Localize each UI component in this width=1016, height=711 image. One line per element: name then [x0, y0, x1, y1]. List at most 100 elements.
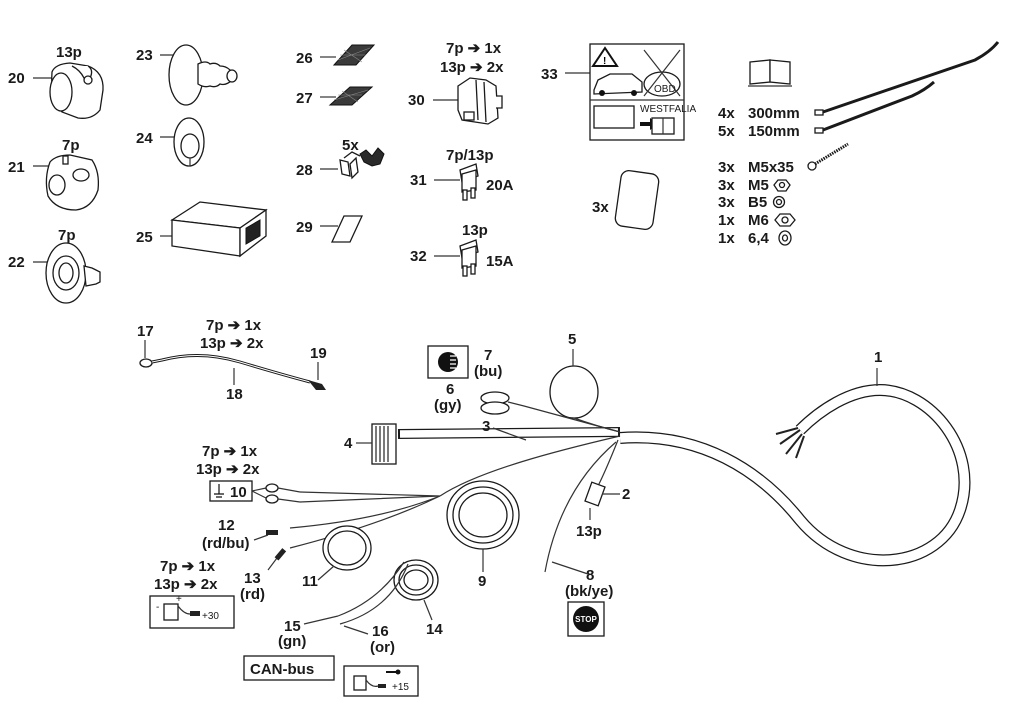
ground-lead-17-18-19: 7p ➔ 1x 13p ➔ 2x 17 18 19	[137, 317, 327, 403]
qty-note-10-line2: 13p ➔ 2x	[196, 461, 260, 478]
part-29-label: 29	[296, 219, 313, 236]
part-15-label: 15	[284, 618, 301, 635]
part-13-color: (rd)	[240, 586, 265, 603]
hardware-row-washer-64: 1x 6,4	[718, 230, 792, 247]
part-25-control-module: 25	[136, 201, 268, 258]
warning-triangle-icon	[591, 46, 619, 67]
fog-light-icon	[438, 352, 458, 372]
hardware-row-washer-b5: 3x B5	[718, 194, 786, 211]
hardware-row-screw: 3x M5x35	[718, 142, 849, 176]
part-30-label: 30	[408, 92, 425, 109]
cable-tie-head-icon	[814, 109, 824, 116]
part-10-label: 10	[230, 484, 247, 501]
part-20-13p-socket: 13p 20	[8, 44, 104, 119]
part-12-label: 12	[218, 517, 235, 534]
svg-text:1x: 1x	[718, 230, 735, 247]
manual-book-icon	[748, 59, 792, 87]
svg-text:M6: M6	[748, 212, 769, 229]
part-30-relay-holder: 7p ➔ 1x 13p ➔ 2x 30	[408, 40, 504, 125]
plus15-text: +15	[392, 682, 409, 693]
svg-text:4x: 4x	[718, 105, 735, 122]
part-5-label: 5	[568, 331, 576, 348]
part-4-label: 4	[344, 435, 353, 452]
part-27-adhesive-pad: 27	[296, 86, 374, 107]
part-7-label: 7	[484, 347, 492, 364]
battery-icon	[163, 603, 179, 621]
svg-text:M5: M5	[748, 177, 769, 194]
screw-icon	[807, 161, 817, 171]
part-16-label: 16	[372, 623, 389, 640]
part-29-label-card: 29	[296, 215, 364, 243]
qty-note-18-line1: 7p ➔ 1x	[206, 317, 262, 334]
part-1-label: 1	[874, 349, 882, 366]
qty-note-30-line2: 13p ➔ 2x	[440, 59, 504, 76]
part-33-warning-label: 33 ! OBD WESTFALIA	[541, 43, 696, 141]
qty-note-30v-line1: 7p ➔ 1x	[160, 558, 216, 575]
part-8-label: 8	[586, 567, 594, 584]
qty-note-18-line2: 13p ➔ 2x	[200, 335, 264, 352]
part-7-color: (bu)	[474, 363, 502, 380]
plus30-text: +30	[202, 611, 219, 622]
part-23-gasket-grommet: 23	[136, 44, 238, 106]
hardware-list: 4x 300mm 5x 150mm 3x M5x35 3x M5 3x B5	[718, 41, 1000, 247]
svg-text:+: +	[176, 594, 182, 605]
part-26-adhesive-pad: 26	[296, 44, 376, 67]
obd-text: OBD	[654, 84, 676, 95]
part-13-label: 13	[244, 570, 261, 587]
part-22-7p-plate: 7p 22	[8, 227, 101, 304]
hardware-row-nut-m5: 3x M5	[718, 177, 791, 194]
part-21-label: 21	[8, 159, 25, 176]
battery-icon	[353, 675, 367, 691]
part-2-label: 2	[622, 486, 630, 503]
cable-tie-icon	[822, 80, 935, 132]
part-21-note: 7p	[62, 137, 80, 154]
part-32-label: 32	[410, 248, 427, 265]
part-16-color: (or)	[370, 639, 395, 656]
svg-text:6,4: 6,4	[748, 230, 770, 247]
can-bus-box	[243, 655, 335, 681]
part-2-note: 13p	[576, 523, 602, 540]
part-31-note: 7p/13p	[446, 147, 494, 164]
part-18-label: 18	[226, 386, 243, 403]
hardware-row-tie-150: 5x 150mm	[718, 80, 935, 140]
hardware-row-nut-m6: 1x M6	[718, 212, 796, 229]
part-24-gasket: 24	[136, 117, 205, 167]
svg-text:B5: B5	[748, 194, 767, 211]
part-6-label: 6	[446, 381, 454, 398]
part-28-label: 28	[296, 162, 313, 179]
part-26-label: 26	[296, 50, 313, 67]
part-20-note: 13p	[56, 44, 82, 61]
svg-text:5x: 5x	[718, 123, 735, 140]
part-28-terminals: 5x 28	[296, 137, 385, 180]
svg-text:3x: 3x	[718, 194, 735, 211]
part-15-color: (gn)	[278, 633, 306, 650]
svg-text:M5x35: M5x35	[748, 159, 794, 176]
svg-text:3x: 3x	[718, 177, 735, 194]
brand-text: WESTFALIA	[640, 104, 696, 115]
svg-text:300mm: 300mm	[748, 105, 800, 122]
part-33-label: 33	[541, 66, 558, 83]
part-31-label: 31	[410, 172, 427, 189]
can-bus-text: CAN-bus	[250, 661, 314, 678]
part-9-label: 9	[478, 573, 486, 590]
part-32-rating: 15A	[486, 253, 514, 270]
part-32-fuse-15a: 13p 32 15A	[410, 222, 514, 277]
part-6-color: (gy)	[434, 397, 462, 414]
ground-icon	[214, 484, 224, 498]
svg-text:150mm: 150mm	[748, 123, 800, 140]
part-27-label: 27	[296, 90, 313, 107]
svg-text:1x: 1x	[718, 212, 735, 229]
hardware-row-tie-300: 4x 300mm	[718, 41, 1000, 122]
qty-note-30-line1: 7p ➔ 1x	[446, 40, 502, 57]
qty-note-10-line1: 7p ➔ 1x	[202, 443, 258, 460]
part-22-note: 7p	[58, 227, 76, 244]
svg-text:!: !	[603, 56, 606, 67]
part-8-color: (bk/ye)	[565, 583, 613, 600]
part-20-label: 20	[8, 70, 25, 87]
part-21-7p-socket: 7p 21	[8, 137, 100, 211]
part-23-label: 23	[136, 47, 153, 64]
part-11-label: 11	[302, 573, 318, 590]
fog-light-symbol-box	[427, 345, 469, 379]
cable-tie-head-icon	[814, 127, 824, 134]
